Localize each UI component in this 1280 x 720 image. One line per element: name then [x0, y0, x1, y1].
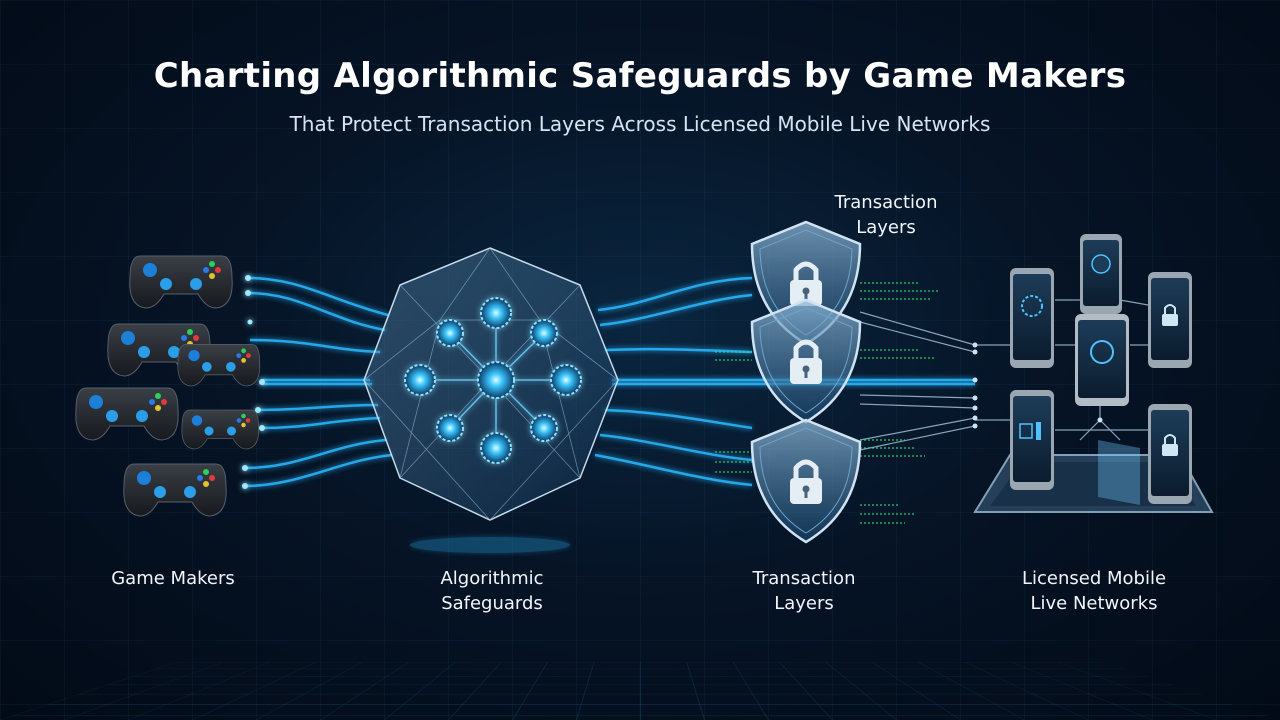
gamepad-icon — [181, 409, 260, 450]
code-snippets — [715, 282, 940, 524]
safeguard-core-icon — [363, 247, 619, 553]
network-connection-lines — [859, 299, 1149, 451]
gamepad-icon — [75, 387, 179, 441]
input-connection-dots — [242, 275, 265, 489]
gamepad-icon — [177, 344, 261, 387]
smartphone-icon — [1010, 390, 1054, 490]
stage-label-licensed-mobile-live-networks: Licensed Mobile Live Networks — [1021, 568, 1167, 614]
smartphone-icon — [1010, 268, 1054, 368]
smartphone-icon — [1148, 404, 1192, 504]
gamepad-icon — [129, 255, 233, 309]
smartphone-icon — [1075, 314, 1129, 406]
stage-label-transaction-layers: Transaction Layers — [752, 568, 856, 614]
shield-lock-icon — [750, 298, 862, 424]
network-connection-dots — [972, 342, 1103, 429]
stage-label-algorithmic-safeguards: Algorithmic Safeguards — [440, 568, 544, 614]
smartphone-icon — [1080, 234, 1122, 314]
transaction-layers-top-label: Transaction Layers — [834, 192, 938, 238]
page-subtitle: That Protect Transaction Layers Across L… — [289, 112, 991, 136]
stage-label-game-makers: Game Makers — [111, 568, 235, 589]
page-title: Charting Algorithmic Safeguards by Game … — [153, 56, 1127, 96]
shield-lock-icon — [750, 418, 862, 544]
smartphone-icon — [1148, 272, 1192, 368]
input-connection-lines — [244, 276, 393, 488]
gamepad-icon — [123, 463, 227, 517]
